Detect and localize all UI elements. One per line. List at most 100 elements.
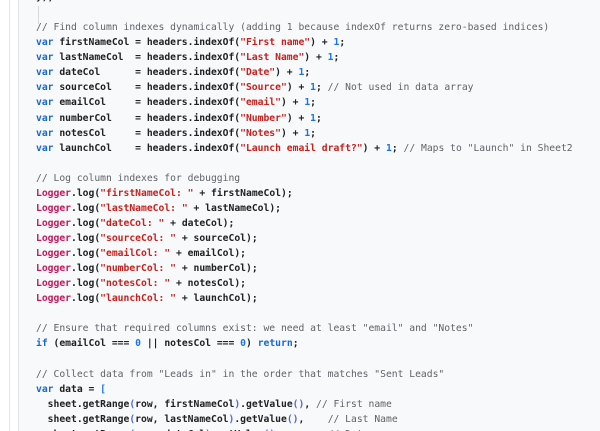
code-line: Logger.log("sourceCol: " + sourceCol);: [36, 231, 573, 246]
code-token-q: (): [264, 429, 276, 431]
code-line: var data = [: [36, 382, 573, 397]
code-token-L: Logger: [36, 278, 71, 290]
code-token-p: ,: [298, 413, 328, 425]
code-token-q: ): [205, 429, 211, 431]
code-token-q: ): [228, 413, 235, 425]
code-token-k: var: [36, 142, 54, 154]
code-editor[interactable]: }); // Find column indexes dynamically (…: [18, 0, 600, 431]
code-token-c: // Last Name: [327, 413, 398, 425]
code-line: Logger.log("dateCol: " + dateCol);: [36, 216, 573, 231]
code-line: if (emailCol === 0 || notesCol === 0) re…: [36, 336, 573, 351]
code-token-p: ;: [333, 52, 340, 64]
code-token-L: Logger: [36, 248, 71, 260]
code-line: Logger.log("firstNameCol: " + firstNameC…: [36, 186, 573, 201]
code-line: var firstNameCol = headers.indexOf("Firs…: [36, 35, 573, 50]
code-token-p: ): [246, 338, 258, 350]
code-token-L: Logger: [36, 217, 71, 229]
code-token-p: ) +: [304, 52, 328, 64]
code-token-p: lastNameCol = headers.indexOf(: [53, 52, 241, 64]
code-token-n: 1: [385, 142, 392, 154]
code-token-p: .getValue: [240, 398, 293, 410]
code-line: sheet.getRange(row, dateCol).getValue(),…: [36, 427, 573, 431]
code-token-s: "numberCol: ": [100, 263, 176, 275]
code-line: var sourceCol = headers.indexOf("Source"…: [36, 80, 573, 95]
code-token-p: .log(: [71, 278, 101, 290]
code-token-s: "notesCol: ": [100, 278, 171, 290]
code-line: sheet.getRange(row, lastNameCol).getValu…: [36, 412, 573, 427]
code-token-p: firstNameCol = headers.indexOf(: [53, 37, 241, 49]
code-token-k: var: [36, 37, 54, 49]
code-token-p: ) +: [280, 97, 305, 109]
code-token-q: (): [292, 398, 305, 410]
code-line: [36, 156, 573, 171]
code-token-c: // Date: [328, 429, 369, 431]
code-token-p: emailCol = headers.indexOf(: [53, 97, 241, 109]
code-token-p: + notesCol);: [170, 278, 246, 290]
code-token-s: "Last Name": [240, 52, 305, 64]
code-token-p: sourceCol = headers.indexOf(: [53, 82, 241, 94]
code-token-p: .log(: [71, 263, 101, 275]
code-token-p: + numberCol);: [176, 263, 258, 275]
code-line: Logger.log("notesCol: " + notesCol);: [36, 276, 573, 291]
code-token-p: row, dateCol: [135, 429, 205, 431]
code-token-c: // Find column indexes dynamically (addi…: [36, 22, 550, 34]
code-token-p: ) +: [362, 142, 386, 154]
code-token-L: Logger: [36, 263, 71, 275]
code-line: var dateCol = headers.indexOf("Date") + …: [36, 65, 573, 80]
code-token-c: // Not used in data array: [327, 82, 474, 94]
code-token-s: "Source": [240, 82, 287, 94]
code-token-q: ): [234, 398, 241, 410]
code-token-c: // Log column indexes for debugging: [36, 172, 241, 184]
code-token-k: var: [36, 97, 54, 109]
code-token-k: var: [36, 112, 54, 124]
code-token-p: || notesCol ===: [141, 338, 241, 350]
code-token-p: ;: [316, 112, 322, 124]
code-line: // Collect data from "Leads in" in the o…: [36, 367, 573, 382]
code-token-L: Logger: [36, 233, 71, 244]
code-token-c: // Maps to "Launch" in Sheet2: [403, 142, 573, 154]
code-token-p: sheet.getRange: [36, 398, 130, 410]
code-token-p: notesCol = headers.indexOf(: [53, 127, 241, 139]
code-token-p: .log(: [71, 248, 101, 260]
code-token-n: 1: [304, 97, 311, 109]
code-token-k: if: [36, 338, 48, 350]
code-token-n: 1: [298, 67, 305, 79]
code-token-k: var: [36, 67, 54, 79]
code-token-p: ;: [339, 37, 346, 49]
code-token-p: });: [36, 0, 54, 3]
code-token-n: 0: [135, 338, 142, 350]
code-token-p: ) +: [286, 112, 311, 124]
code-token-p: row, lastNameCol: [135, 413, 229, 425]
code-token-p: + lastNameCol);: [187, 202, 282, 214]
code-token-p: ;: [310, 127, 316, 139]
code-token-k: return: [257, 338, 293, 350]
code-token-k: var: [36, 52, 54, 64]
code-line: Logger.log("lastNameCol: " + lastNameCol…: [36, 201, 573, 216]
code-token-p: (emailCol ===: [47, 338, 136, 350]
indent-guide-line: [38, 6, 39, 24]
code-token-p: ,: [275, 429, 328, 431]
code-line: sheet.getRange(row, firstNameCol).getVal…: [36, 397, 573, 412]
code-token-q: (): [286, 413, 299, 425]
code-token-s: "Launch email draft?": [240, 142, 363, 154]
code-line: Logger.log("launchCol: " + launchCol);: [36, 291, 573, 306]
code-token-k: var: [36, 383, 54, 395]
code-token-c: // First name: [316, 398, 392, 410]
code-token-p: numberCol = headers.indexOf(: [53, 112, 241, 124]
code-line: // Find column indexes dynamically (addi…: [36, 20, 573, 35]
code-token-n: 1: [310, 112, 316, 124]
code-line: });: [36, 0, 573, 5]
code-token-L: Logger: [36, 293, 71, 305]
code-token-k: var: [36, 82, 54, 94]
code-token-s: "launchCol: ": [100, 293, 176, 305]
code-token-q: (: [129, 413, 136, 425]
code-token-p: ,: [304, 398, 317, 410]
code-token-s: "email": [240, 97, 281, 109]
code-line: [36, 352, 573, 367]
code-token-L: Logger: [36, 202, 71, 214]
code-token-s: "firstNameCol: ": [100, 187, 194, 199]
code-token-p: sheet.getRange: [36, 413, 130, 425]
code-token-p: ) +: [310, 37, 334, 49]
code-token-q: (: [129, 429, 135, 431]
